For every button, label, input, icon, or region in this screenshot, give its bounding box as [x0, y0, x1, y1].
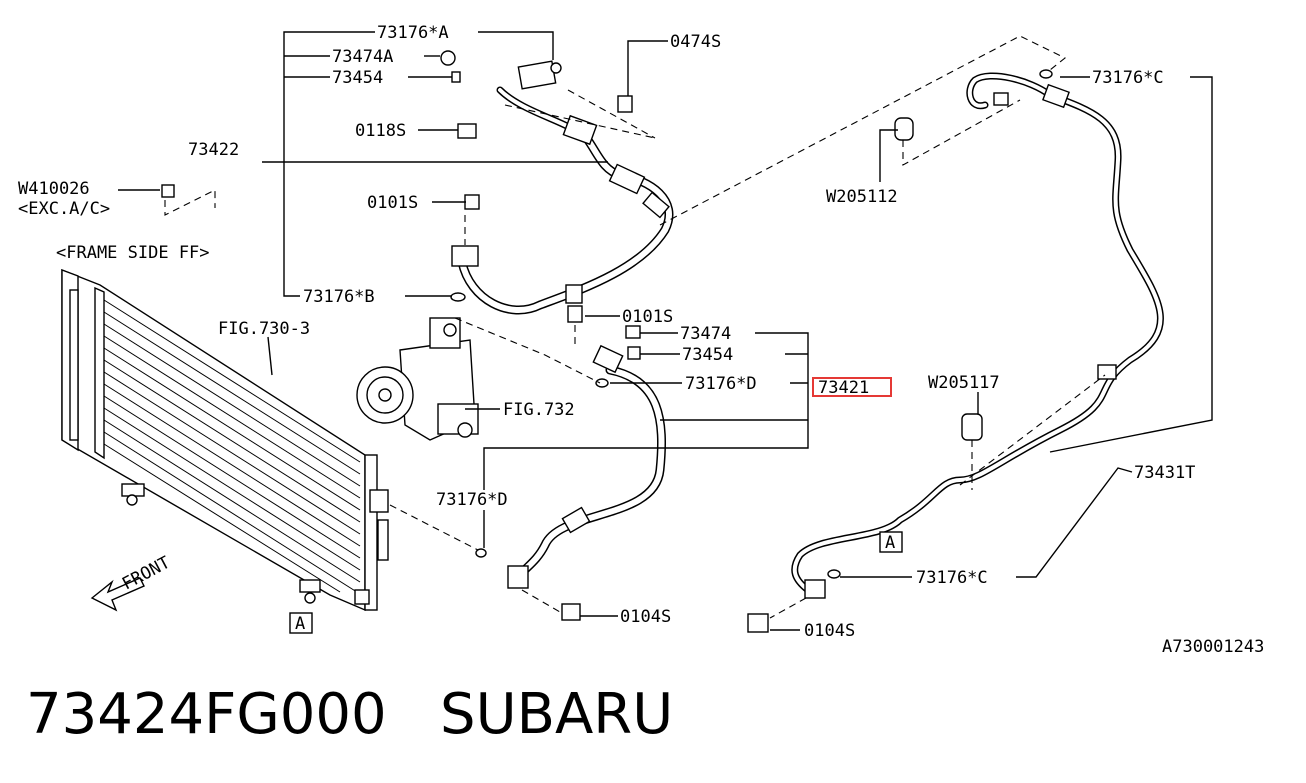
label-73454-mid[interactable]: 73454	[682, 345, 733, 365]
part-number-caption: 73424FG000 SUBARU	[26, 682, 674, 747]
label-fig-730-3[interactable]: FIG.730-3	[218, 319, 310, 339]
ref-a-left-label: A	[295, 614, 305, 634]
label-w410026[interactable]: W410026	[18, 179, 90, 199]
leader-lines	[118, 31, 1213, 631]
label-frame-side-ff: <FRAME SIDE FF>	[56, 243, 210, 263]
front-arrow-icon	[90, 577, 145, 612]
label-73474a[interactable]: 73474A	[332, 47, 393, 67]
ac-piping-diagram: FRONT A A 73176*A 73474A 73454 0474S 011…	[18, 23, 1264, 657]
label-0104s-right[interactable]: 0104S	[804, 621, 855, 641]
ref-a-right-label: A	[885, 533, 895, 553]
hose-73422	[451, 60, 674, 315]
label-73176-d-lower[interactable]: 73176*D	[436, 490, 508, 510]
ref-box-a-left	[289, 612, 313, 634]
label-0101s-top[interactable]: 0101S	[367, 193, 418, 213]
label-73454-top[interactable]: 73454	[332, 68, 383, 88]
label-73176-c-top[interactable]: 73176*C	[1092, 68, 1164, 88]
hose-73421	[507, 344, 667, 589]
compressor	[356, 317, 479, 441]
label-w205117[interactable]: W205117	[928, 373, 1000, 393]
label-73176-b[interactable]: 73176*B	[303, 287, 375, 307]
front-label: FRONT	[119, 553, 174, 595]
label-73176-d-upper[interactable]: 73176*D	[685, 374, 757, 394]
label-73176-c-bottom[interactable]: 73176*C	[916, 568, 988, 588]
diagram-number: A730001243	[1162, 637, 1264, 657]
label-0118s[interactable]: 0118S	[355, 121, 406, 141]
label-0474s[interactable]: 0474S	[670, 32, 721, 52]
pipe-73431T	[791, 72, 1164, 599]
ref-box-a-right	[879, 531, 903, 553]
fasteners	[161, 50, 1053, 633]
label-73422[interactable]: 73422	[188, 140, 239, 160]
label-exc-ac: <EXC.A/C>	[18, 199, 110, 219]
condenser	[61, 268, 389, 612]
label-73176-a[interactable]: 73176*A	[377, 23, 449, 43]
label-0104s-left[interactable]: 0104S	[620, 607, 671, 627]
label-0101s-mid[interactable]: 0101S	[622, 307, 673, 327]
label-w205112[interactable]: W205112	[826, 187, 898, 207]
label-73474[interactable]: 73474	[680, 324, 731, 344]
label-73421[interactable]: 73421	[818, 378, 869, 398]
label-fig-732[interactable]: FIG.732	[503, 400, 575, 420]
label-73431t[interactable]: 73431T	[1134, 463, 1195, 483]
highlight-box-73421	[812, 377, 892, 397]
